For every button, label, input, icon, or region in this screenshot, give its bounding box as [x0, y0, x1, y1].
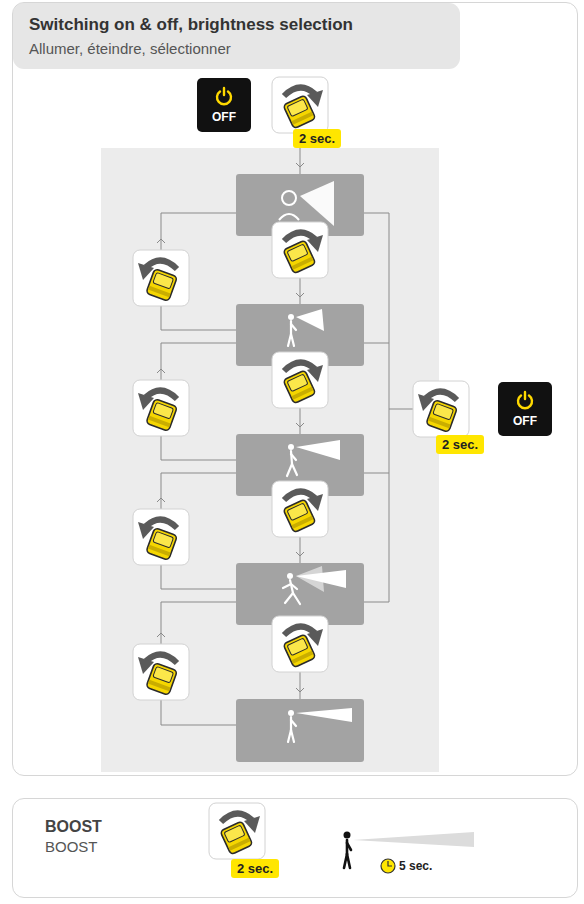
- flow-lines: [157, 146, 413, 725]
- off-label: OFF: [197, 111, 251, 124]
- panel-subheading: Allumer, éteindre, sélectionner: [29, 40, 231, 58]
- off-label: OFF: [498, 415, 552, 428]
- mode-boxes: [236, 174, 364, 762]
- power-icon: [214, 86, 234, 106]
- panel-subheading: BOOST: [45, 838, 98, 856]
- instruction-panel: BOOST BOOST 2 sec.: [12, 798, 578, 898]
- panel-heading: BOOST: [45, 817, 102, 836]
- mode-region: [101, 148, 439, 772]
- duration-label: 5 sec.: [399, 859, 432, 873]
- off-state-box: OFF: [197, 78, 251, 132]
- instruction-panel: Switching on & off, brightness selection…: [12, 2, 578, 776]
- panel-heading: Switching on & off, brightness selection: [29, 15, 353, 35]
- duration-tag: 2 sec.: [231, 859, 279, 878]
- duration-text: 2 sec.: [442, 437, 478, 452]
- duration-tag: 2 sec.: [436, 435, 484, 454]
- button-icons: [133, 77, 469, 859]
- power-icon: [515, 390, 535, 410]
- off-state-box: OFF: [498, 382, 552, 436]
- duration-text: 2 sec.: [299, 131, 335, 146]
- header-band: [13, 3, 460, 69]
- duration-tag: 2 sec.: [293, 129, 341, 148]
- boost-figure: [344, 832, 475, 874]
- duration-text: 2 sec.: [237, 861, 273, 876]
